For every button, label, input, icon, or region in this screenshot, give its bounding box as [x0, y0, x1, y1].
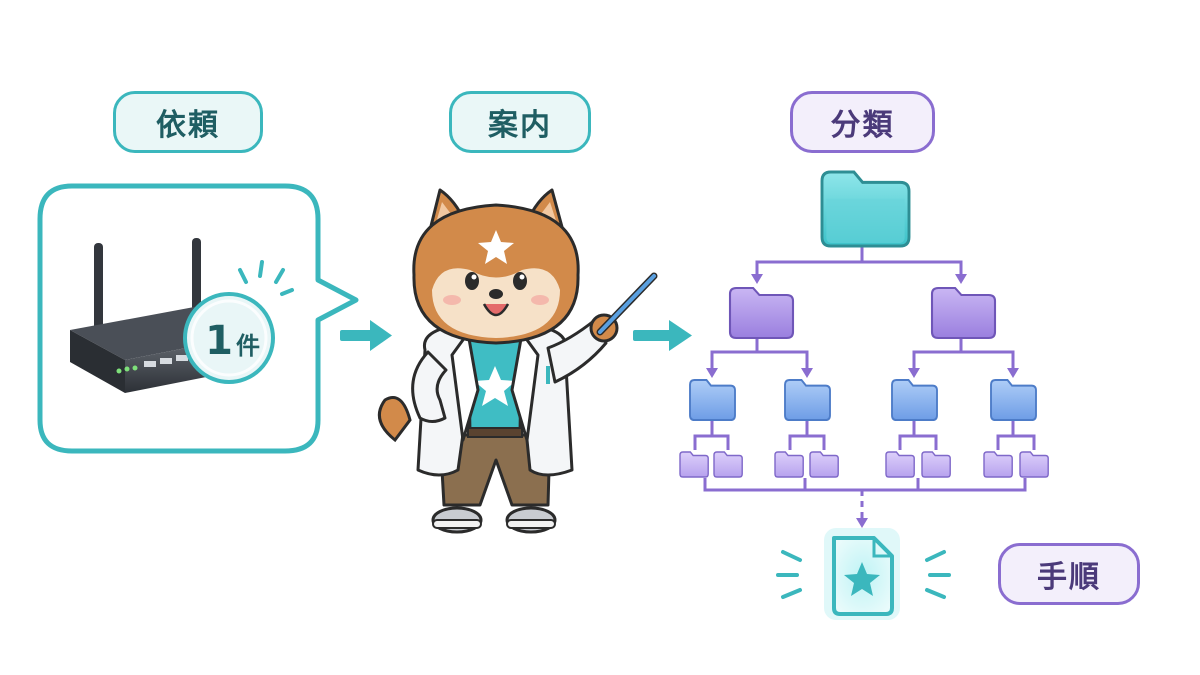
folder-icon: [890, 378, 939, 422]
ticket-unit: 件: [236, 332, 260, 360]
folder-icon: [783, 378, 832, 422]
folder-icon: [930, 286, 997, 340]
pointer-stick-icon: [596, 272, 658, 336]
ticket-count-badge: 1 件: [183, 292, 275, 384]
folder-icon: [713, 451, 743, 478]
folder-icon: [983, 451, 1013, 478]
folder-icon: [728, 286, 795, 340]
folder-icon: [688, 378, 737, 422]
ticket-count: 1: [205, 318, 233, 364]
folder-icon: [820, 170, 911, 248]
classify-label: 分類: [790, 91, 935, 153]
folder-icon: [885, 451, 915, 478]
flow-arrow-2: [633, 320, 692, 351]
flow-arrow-1: [340, 320, 392, 351]
folder-icon: [1019, 451, 1049, 478]
document-sparks: [776, 550, 951, 599]
folder-icon: [989, 378, 1038, 422]
folder-icon: [809, 451, 839, 478]
folder-tree: [679, 170, 1049, 528]
folder-icon: [774, 451, 804, 478]
request-label: 依頼: [113, 91, 263, 153]
folder-icon: [679, 451, 709, 478]
document-star-icon: [824, 528, 900, 620]
procedure-label: 手順: [998, 543, 1140, 605]
shiba-teacher-icon: [377, 188, 619, 534]
folder-icon: [921, 451, 951, 478]
alert-sparks: [238, 260, 294, 296]
guide-label: 案内: [449, 91, 591, 153]
